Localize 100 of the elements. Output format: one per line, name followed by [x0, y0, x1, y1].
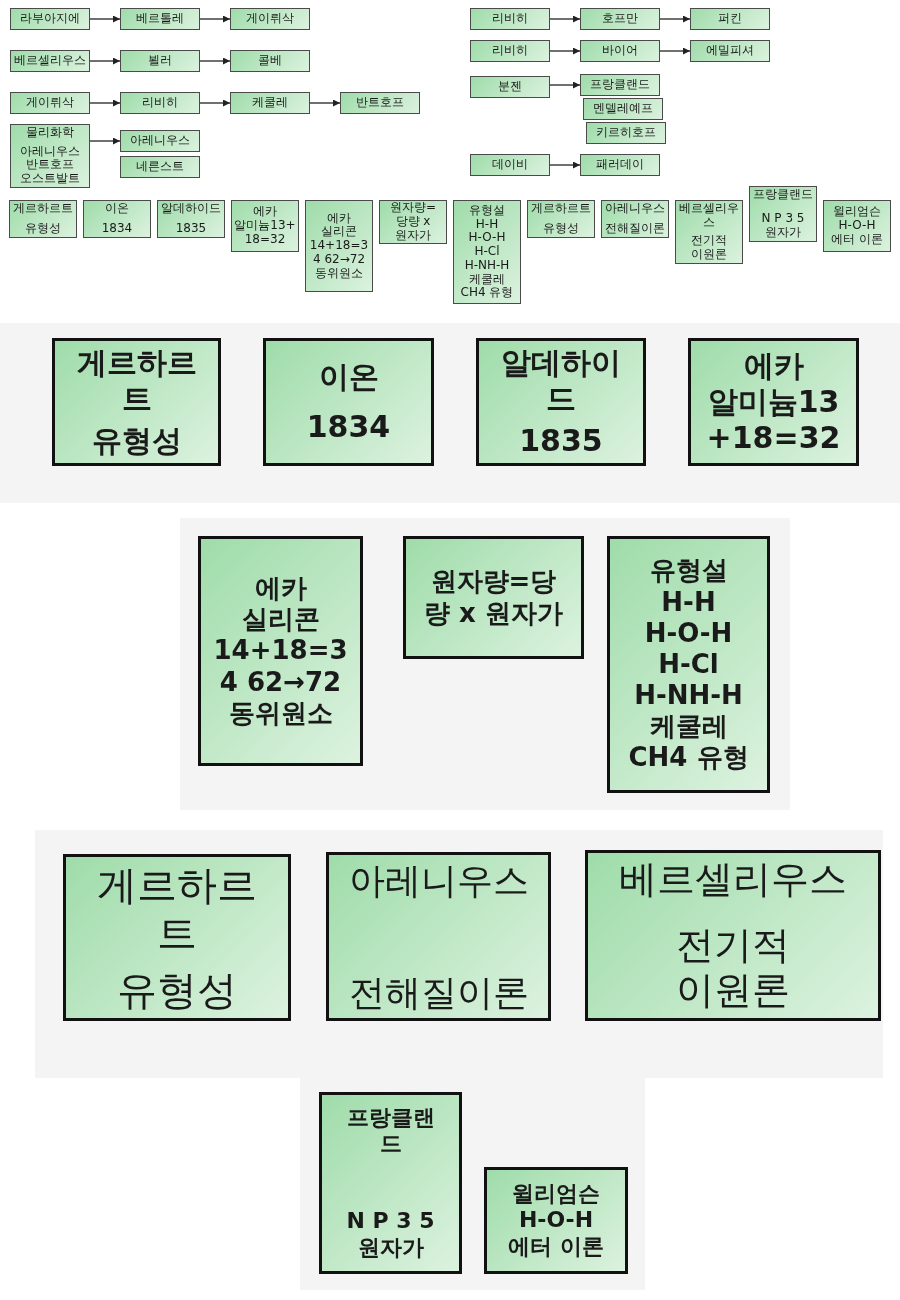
box-text: 케쿨레 [252, 96, 288, 110]
box-text: 1834 [306, 409, 391, 445]
process-box [690, 8, 770, 30]
info-card [319, 1092, 462, 1274]
box-text: 에밀피셔 [706, 44, 754, 58]
box-title: 아레니우스 [348, 859, 529, 903]
info-card [52, 338, 221, 466]
box-text: 퍼킨 [718, 12, 742, 26]
process-box [601, 200, 669, 238]
process-box [379, 200, 447, 244]
info-card [476, 338, 646, 466]
box-title: 게르하르트 [531, 202, 591, 216]
box-text: 키르히호프 [596, 126, 656, 140]
arrow [199, 15, 231, 23]
box-text: 전기적 이원론 [690, 234, 728, 262]
info-card [326, 852, 551, 1021]
box-text: 리비히 [492, 44, 528, 58]
process-box [230, 50, 310, 72]
info-card [585, 850, 881, 1021]
process-box [230, 92, 310, 114]
process-box [10, 92, 90, 114]
process-box [470, 40, 550, 62]
box-text: 게이뤼삭 [246, 12, 294, 26]
box-text: 에카 실리콘 14+18=34 62→72 동위원소 [308, 211, 370, 281]
process-box [470, 76, 550, 98]
box-text: 데이비 [492, 158, 528, 172]
box-text: 원자량=당량 x 원자가 [423, 566, 564, 629]
box-text: 에카 알미늄13+18=32 [234, 205, 296, 247]
arrow [199, 57, 231, 65]
box-text: N P 3 5 원자가 [760, 212, 806, 240]
process-box [157, 200, 225, 238]
process-box [10, 124, 90, 188]
process-box [453, 200, 521, 304]
box-title: 알데하이드 [161, 202, 221, 216]
process-box [586, 122, 666, 144]
arrow [659, 15, 691, 23]
box-text: 전기적 이원론 [675, 922, 791, 1014]
box-text: 아레니우스 반트호프 오스트발트 [19, 144, 81, 186]
box-text: 전해질이론 [605, 222, 665, 236]
box-text: 라부아지에 [20, 12, 80, 26]
info-card [403, 536, 584, 659]
box-text: 유형설 H-H H-O-H H-Cl H-NH-H 케쿨레 CH4 유형 [459, 203, 515, 301]
box-text: 윌리엄슨 H-O-H 에터 이론 [830, 205, 884, 247]
process-box [470, 8, 550, 30]
info-card [198, 536, 363, 766]
box-text: 에카 실리콘 14+18=34 62→72 동위원소 [213, 573, 348, 729]
box-text: 1835 [519, 423, 603, 459]
process-box [9, 200, 77, 238]
arrow [549, 161, 581, 169]
process-box [83, 200, 151, 238]
box-text: 유형성 [543, 222, 579, 236]
box-text: 호프만 [602, 12, 638, 26]
process-box [10, 8, 90, 30]
box-text: N P 3 5 원자가 [345, 1208, 436, 1261]
arrow [309, 99, 341, 107]
box-text: 유형성 [117, 966, 237, 1014]
box-text: 베르셀리우스 [14, 54, 86, 68]
box-title: 베르셀리우스 [678, 202, 740, 230]
info-card [263, 338, 434, 466]
process-box [580, 154, 660, 176]
arrow [89, 15, 121, 23]
box-title: 이온 [105, 202, 129, 216]
box-text: 뵐러 [148, 54, 172, 68]
box-text: 1834 [101, 222, 133, 236]
arrow [549, 47, 581, 55]
box-title: 게르하르트 [13, 202, 73, 216]
box-title: 이온 [318, 359, 379, 395]
box-title: 프랑클랜드 [753, 188, 813, 202]
box-title: 베르셀리우스 [619, 857, 847, 903]
info-card [484, 1167, 628, 1274]
box-text: 윌리엄슨 H-O-H 에터 이론 [507, 1180, 605, 1261]
info-card [688, 338, 859, 466]
box-text: 1835 [175, 222, 207, 236]
box-title: 프랑클랜드 [345, 1105, 436, 1158]
box-title: 알데하이드 [500, 345, 622, 417]
box-text: 전해질이론 [348, 970, 529, 1014]
box-title: 아레니우스 [605, 202, 665, 216]
process-box [120, 92, 200, 114]
process-box [580, 74, 660, 96]
box-title: 게르하르트 [96, 861, 258, 957]
process-box [580, 40, 660, 62]
box-title: 물리화학 [26, 126, 74, 140]
process-box [583, 98, 663, 120]
box-text: 아레니우스 [130, 134, 190, 148]
info-card [607, 536, 770, 793]
box-text: 리비히 [492, 12, 528, 26]
process-box [823, 200, 891, 252]
arrow [89, 137, 121, 145]
box-text: 베르톨레 [136, 12, 184, 26]
process-box [305, 200, 373, 292]
box-text: 유형설 H-H H-O-H H-Cl H-NH-H 케쿨레 CH4 유형 [628, 555, 749, 774]
box-text: 프랑클랜드 [590, 78, 650, 92]
box-text: 리비히 [142, 96, 178, 110]
box-text: 유형성 [25, 222, 61, 236]
box-text: 네른스트 [136, 160, 184, 174]
arrow [89, 99, 121, 107]
process-box [120, 8, 200, 30]
arrow [659, 47, 691, 55]
box-text: 게이뤼삭 [26, 96, 74, 110]
process-box [120, 50, 200, 72]
